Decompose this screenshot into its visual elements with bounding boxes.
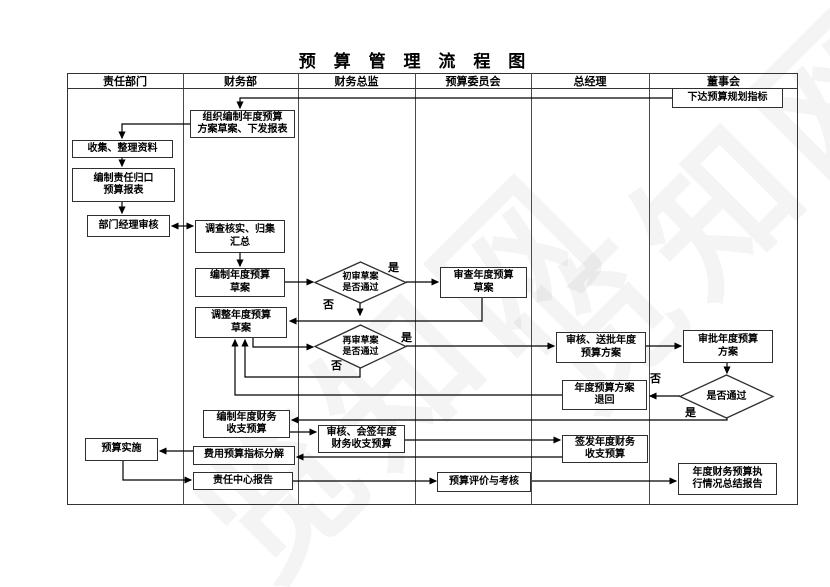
node-budget-implementation: 预算实施 [85,438,158,461]
page-title: 预 算 管 理 流 程 图 [298,52,532,72]
edge-label-yes: 是 [685,406,696,419]
node-prepare-annual-budget-draft: 编制年度预算 草案 [195,268,285,297]
edge-label-no: 否 [331,359,342,372]
node-review-countersign-financial-budget: 审核、会签年度 财务收支预算 [318,425,405,453]
node-investigate-verify-consolidate: 调查核实、归集 汇总 [195,220,285,253]
node-adjust-annual-budget-draft: 调整年度预算 草案 [195,307,287,338]
lane-header-row: 责任部门 财务部 财务总监 预算委员会 总经理 董事会 [67,73,798,89]
node-approve-annual-budget-plan: 审批年度预算 方案 [683,330,773,363]
node-prepare-responsibility-budget-reports: 编制责任归口 预算报表 [72,168,175,202]
lane-header-finance-dept: 财务部 [224,74,257,88]
node-review-submit-annual-budget-plan: 审核、送批年度 预算方案 [556,332,646,363]
node-budget-evaluation-assessment: 预算评价与考核 [437,472,531,492]
node-issue-budget-planning-targets: 下达预算规划指标 [672,88,783,108]
lane-divider [415,73,416,505]
lane-header-cfo: 财务总监 [334,74,379,88]
node-annual-budget-execution-summary-report: 年度财务预算执 行情况总结报告 [678,463,777,495]
node-prepare-annual-financial-budget: 编制年度财务 收支预算 [203,410,290,438]
lane-header-responsible-dept: 责任部门 [103,74,147,88]
node-collect-organize-data: 收集、整理资料 [72,140,173,158]
node-organize-draft-budget-plan: 组织编制年度预算 方案草案、下发报表 [190,110,295,138]
decision-second-review-pass: 再审草案 是否通过 [342,335,379,357]
node-return-annual-budget-plan: 年度预算方案 退回 [562,380,647,410]
lane-header-general-manager: 总经理 [573,74,607,88]
edge-label-yes: 是 [388,261,399,274]
node-sign-issue-financial-budget: 签发年度财务 收支预算 [562,435,648,463]
node-review-annual-budget-draft: 审查年度预算 草案 [440,267,527,298]
node-dept-manager-review: 部门经理审核 [87,215,170,237]
lane-divider [298,73,299,505]
edge-label-no: 否 [650,372,661,385]
node-expense-budget-decomposition: 费用预算指标分解 [193,446,295,465]
lane-header-budget-committee: 预算委员会 [445,74,501,88]
decision-approved: 是否通过 [706,390,747,402]
decision-first-review-pass: 初审草案 是否通过 [342,272,379,293]
lane-divider [183,73,184,505]
node-responsibility-center-report: 责任中心报告 [193,472,293,490]
edge-label-yes: 是 [401,331,412,344]
lane-header-board: 董事会 [707,74,740,88]
lane-divider [649,73,650,505]
edge-label-no: 否 [323,298,334,311]
lane-divider [531,73,532,505]
swimlane-table-frame [67,73,798,505]
